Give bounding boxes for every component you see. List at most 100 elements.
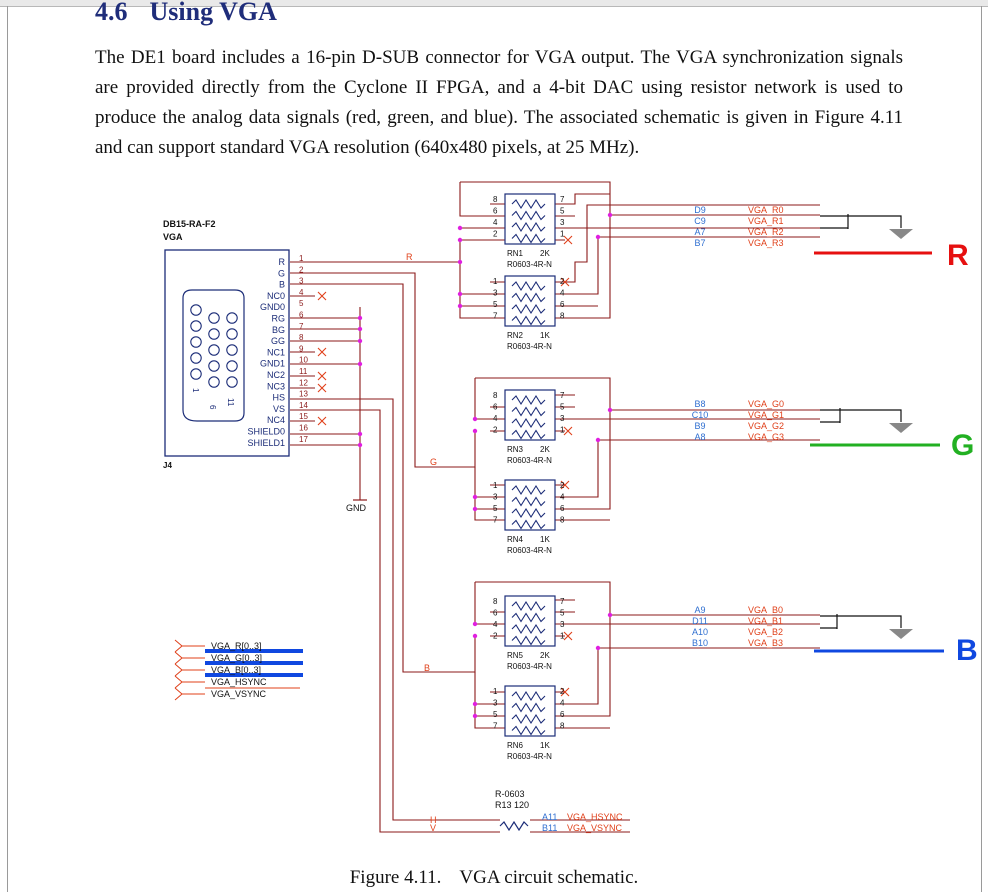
gnd-label: GND (346, 503, 367, 513)
fpga-pin-label: B9 (694, 421, 705, 431)
network-pin-number: 3 (493, 289, 498, 298)
bus-lines (205, 649, 303, 677)
dsub-shell-outline (182, 289, 245, 422)
network-pin-number: 5 (560, 207, 565, 216)
network-pin-number: 6 (560, 300, 565, 309)
zigzag-resistor-icon (511, 303, 546, 315)
junction-dot (472, 713, 478, 719)
sync-resistor-part: R-0603 (495, 789, 525, 799)
zigzag-resistor-icon (511, 507, 546, 519)
junction-dot (457, 225, 463, 231)
fpga-pin-label: B8 (694, 399, 705, 409)
nc-x-icon (317, 291, 327, 301)
zigzag-resistor-icon (511, 394, 546, 406)
network-part: R0603-4R-N (507, 342, 552, 351)
connector-hole (208, 312, 220, 324)
net-label: VGA_G1 (748, 410, 784, 420)
wire-label-r: R (406, 252, 413, 262)
connector-pin-label: GND0 (260, 302, 285, 312)
network-pin-number: 6 (560, 710, 565, 719)
net-label: VGA_B2 (748, 627, 783, 637)
network-pin-number: 4 (560, 699, 565, 708)
junction-dot (457, 259, 463, 265)
network-pin-number: 7 (560, 195, 565, 204)
connector-hole (190, 336, 202, 348)
network-pin-number: 2 (560, 481, 565, 490)
junction-dot (595, 645, 601, 651)
network-pin-number: 7 (493, 312, 498, 321)
connector-pin-number: 12 (299, 378, 308, 387)
network-body (504, 479, 556, 531)
network-pin-number: 5 (493, 504, 498, 513)
zigzag-resistor-icon (511, 702, 546, 713)
network-body (504, 275, 556, 327)
zigzag-resistor-icon (511, 612, 546, 623)
network-value: 1K (540, 741, 550, 750)
zigzag-resistor-icon (511, 484, 546, 496)
fpga-pin-label: A7 (694, 227, 705, 237)
ground-triangle (889, 229, 913, 239)
fpga-pin-label: A10 (692, 627, 708, 637)
bus-label: VGA_G[0..3] (211, 653, 262, 663)
ground-triangle (889, 423, 913, 433)
connector-pin-label: BG (272, 325, 285, 335)
network-pin-number: 8 (560, 312, 565, 321)
schematic-wires (290, 181, 820, 833)
network-value: 2K (540, 445, 550, 454)
zigzag-resistor-icon (511, 417, 546, 429)
network-pin-number: 5 (560, 403, 565, 412)
network-pin-number: 4 (560, 289, 565, 298)
network-pin-number: 1 (493, 687, 498, 696)
zigzag-resistor-icon (511, 635, 546, 646)
hole-label: 6 (208, 405, 217, 410)
network-pin-number: 6 (493, 609, 498, 618)
connector-pin-number: 13 (299, 390, 308, 399)
zigzag-resistor-icon (511, 496, 546, 507)
net-label: VGA_B1 (748, 616, 783, 626)
network-pin-number: 5 (493, 710, 498, 719)
zigzag-resistor-icon (511, 221, 546, 233)
network-pin-number: 5 (493, 300, 498, 309)
connector-pin-number: 3 (299, 277, 304, 286)
zigzag-resistor-icon (511, 519, 546, 530)
zigzag-resistor-icon (511, 233, 546, 244)
green-channel-letter: G (951, 429, 974, 462)
connector-pin-label: B (279, 280, 285, 290)
connector-body (164, 249, 290, 457)
wire-label-g: G (430, 457, 437, 467)
connector-pin-label: R (279, 257, 286, 267)
network-pin-number: 8 (493, 195, 498, 204)
bus-label: VGA_VSYNC (211, 689, 267, 699)
zigzag-resistor-icon (511, 429, 546, 440)
network-value: 2K (540, 249, 550, 258)
net-label: VGA_R3 (748, 238, 784, 248)
connector-pin-number: 7 (299, 322, 304, 331)
network-value: 2K (540, 651, 550, 660)
connector-pin-number: 17 (299, 435, 308, 444)
bus-port-list: VGA_R[0..3] VGA_G[0..3] VGA_B[0..3] VGA_… (174, 639, 303, 701)
network-pin-number: 8 (493, 391, 498, 400)
connector-pin-number: 10 (299, 356, 308, 365)
connector-pin-label: GG (271, 336, 285, 346)
connector-pin-number: 8 (299, 333, 304, 342)
fpga-pin-label: B10 (692, 638, 708, 648)
network-pin-number: 1 (493, 277, 498, 286)
connector-pin-label: NC4 (267, 415, 285, 425)
connector-pin-number: 4 (299, 288, 304, 297)
network-name: RN4 (507, 535, 524, 544)
fpga-pin-label: C10 (692, 410, 709, 420)
network-pin-number: 4 (493, 414, 498, 423)
zigzag-resistor-icon (511, 623, 546, 635)
network-part: R0603-4R-N (507, 260, 552, 269)
fpga-pin-label: A9 (694, 605, 705, 615)
junction-dot (357, 326, 363, 332)
connector-hole (190, 304, 202, 316)
network-part: R0603-4R-N (507, 662, 552, 671)
network-pin-number: 3 (560, 620, 565, 629)
junction-dot (472, 428, 478, 434)
sync-net-label: VGA_HSYNC (567, 812, 623, 822)
sync-net-label: VGA_VSYNC (567, 823, 623, 833)
